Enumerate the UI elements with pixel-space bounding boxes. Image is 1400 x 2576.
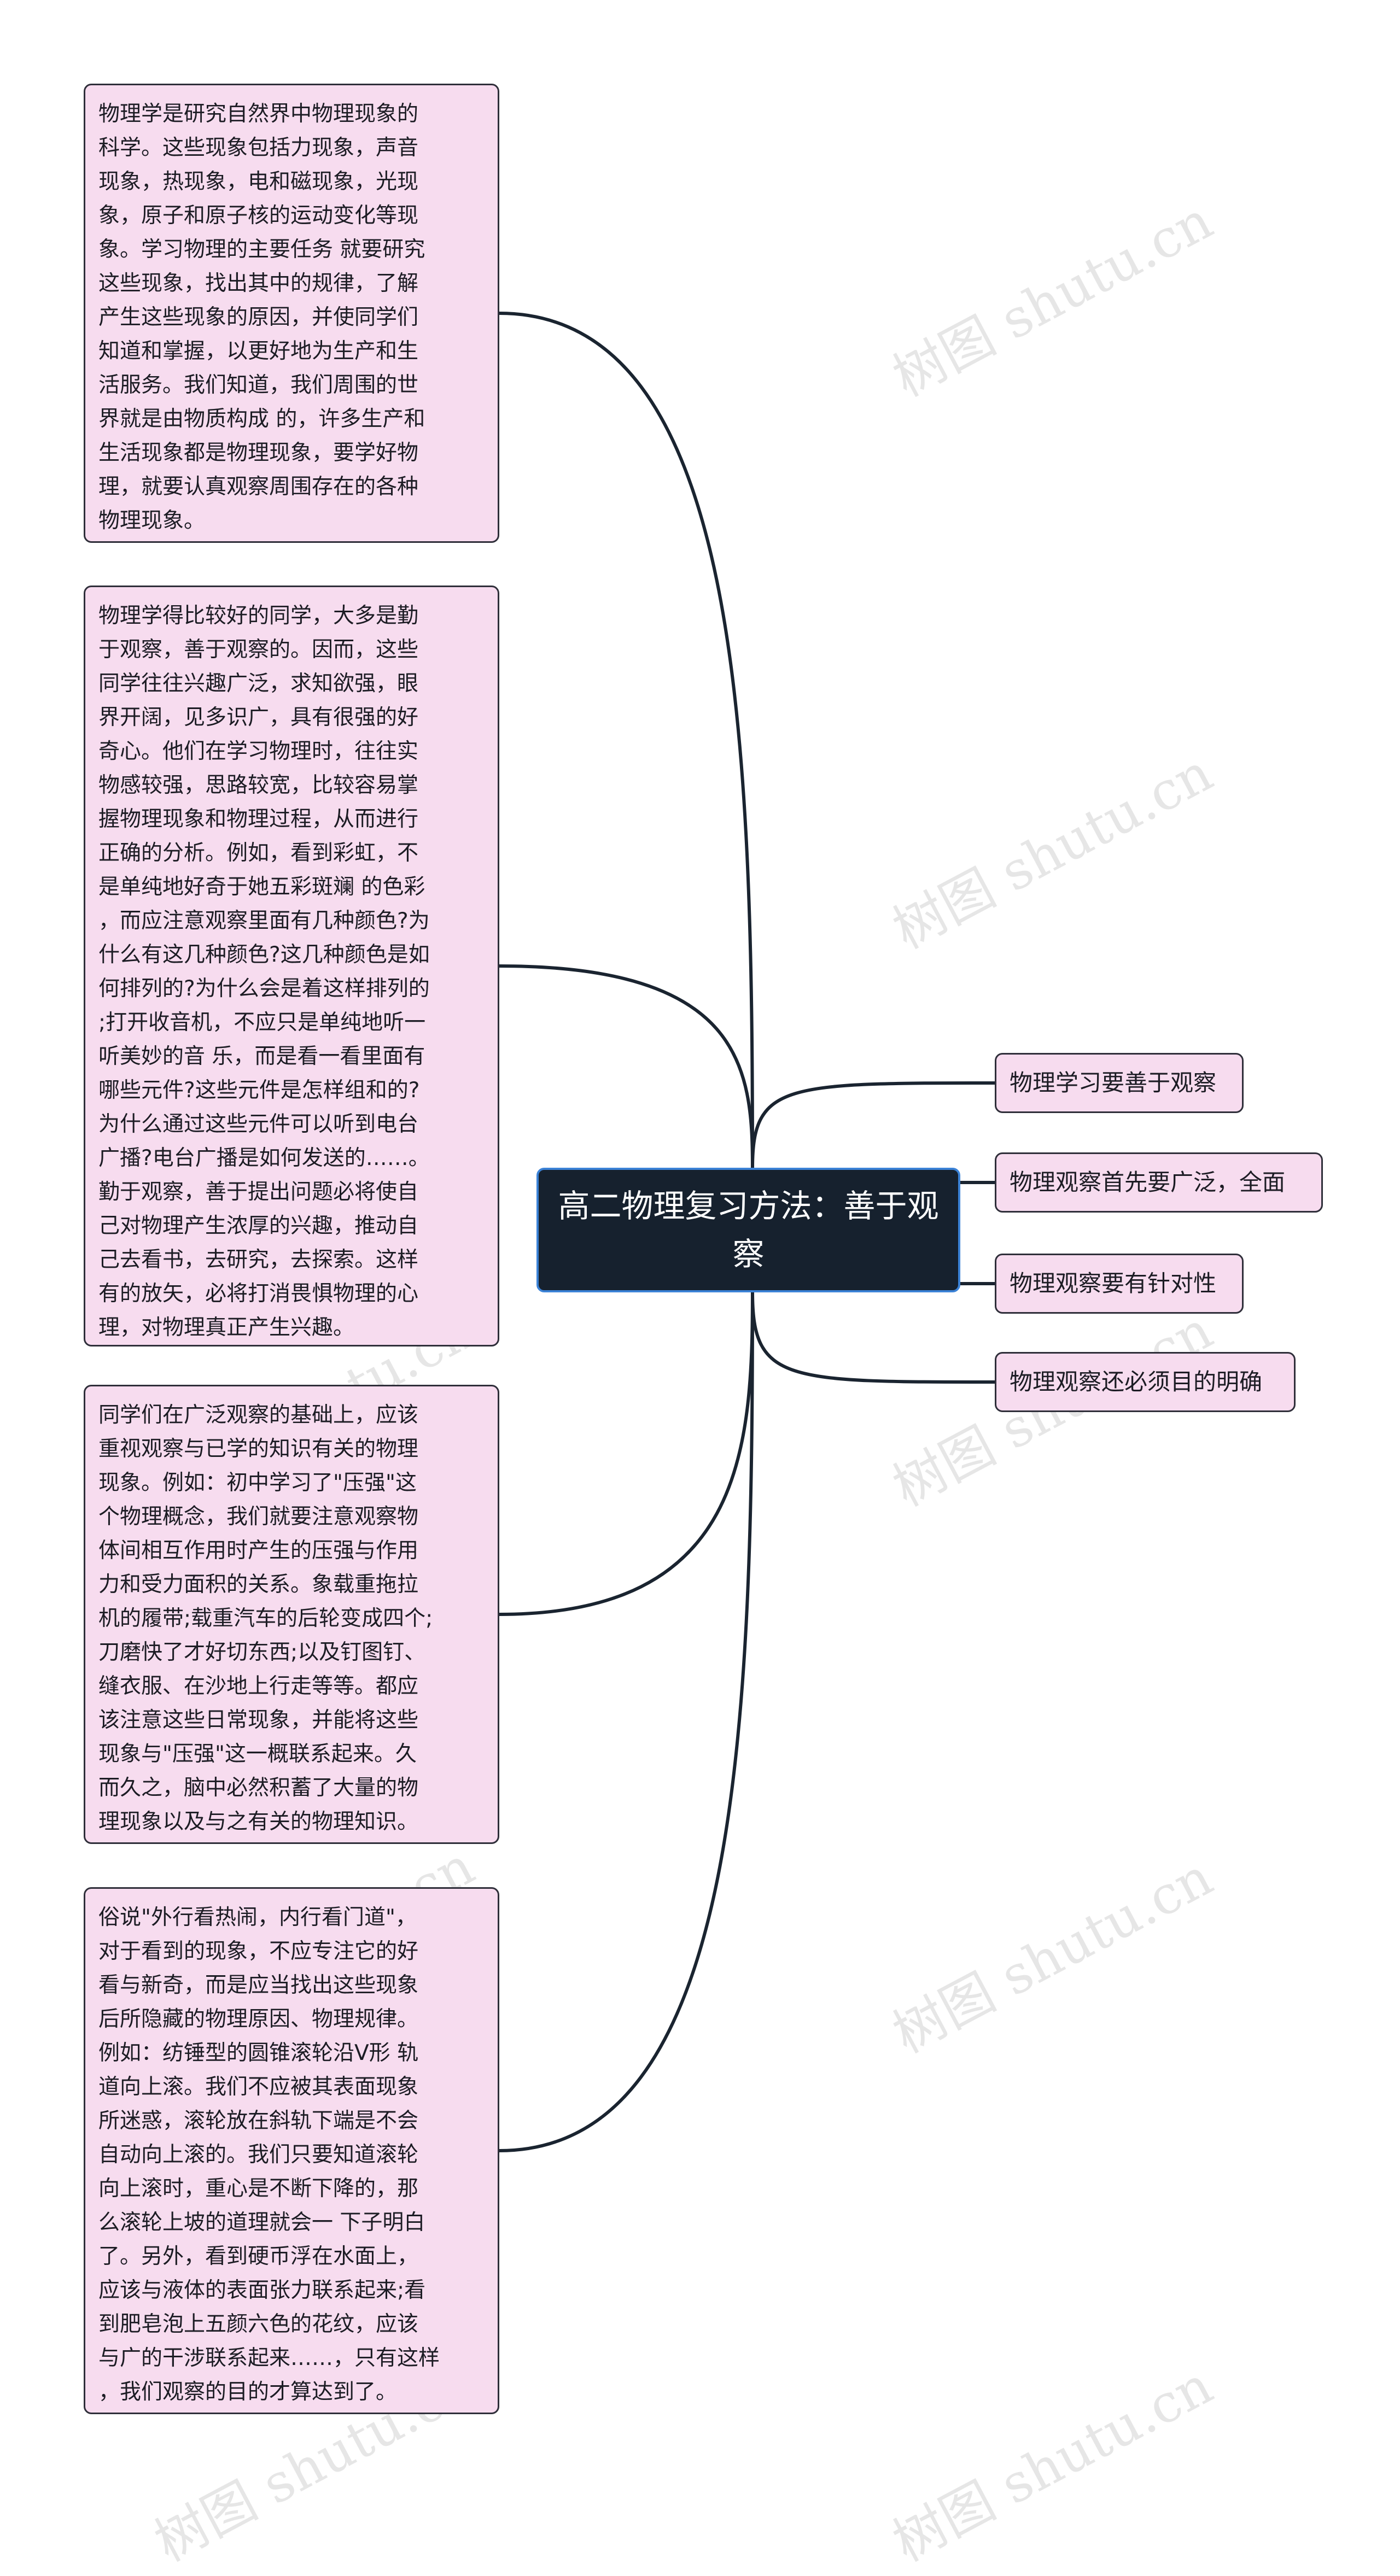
left-topic-node-3[interactable]: 同学们在广泛观察的基础上，应该 重视观察与已学的知识有关的物理 现象。例如：初中… bbox=[84, 1385, 499, 1844]
right-topic-node-4[interactable]: 物理观察还必须目的明确 bbox=[995, 1352, 1296, 1412]
right-topic-node-1[interactable]: 物理学习要善于观察 bbox=[995, 1053, 1244, 1113]
left-topic-node-4[interactable]: 俗说"外行看热闹，内行看门道"， 对于看到的现象，不应专注它的好 看与新奇，而是… bbox=[84, 1887, 499, 2414]
right-topic-label: 物理观察还必须目的明确 bbox=[1010, 1368, 1263, 1395]
right-topic-label: 物理观察首先要广泛，全面 bbox=[1010, 1169, 1286, 1196]
right-topic-node-2[interactable]: 物理观察首先要广泛，全面 bbox=[995, 1152, 1323, 1213]
right-topic-label: 物理观察要有针对性 bbox=[1010, 1270, 1217, 1297]
connector-line-left-1 bbox=[498, 312, 754, 1169]
right-topic-node-3[interactable]: 物理观察要有针对性 bbox=[995, 1254, 1244, 1314]
central-topic-label: 高二物理复习方法：善于观察 bbox=[558, 1187, 939, 1273]
central-topic[interactable]: 高二物理复习方法：善于观察 bbox=[536, 1168, 960, 1292]
connector-line-left-4 bbox=[498, 1291, 754, 2152]
connector-line-left-2 bbox=[498, 964, 754, 1169]
left-topic-node-1[interactable]: 物理学是研究自然界中物理现象的 科学。这些现象包括力现象，声音 现象，热现象，电… bbox=[84, 84, 499, 543]
left-topic-node-2[interactable]: 物理学得比较好的同学，大多是勤 于观察，善于观察的。因而，这些 同学往往兴趣广泛… bbox=[84, 586, 499, 1346]
right-topic-label: 物理学习要善于观察 bbox=[1010, 1069, 1217, 1096]
connector-line-right-1 bbox=[751, 1081, 996, 1169]
connector-line-left-3 bbox=[498, 1291, 754, 1616]
connector-line-right-4 bbox=[751, 1291, 996, 1384]
